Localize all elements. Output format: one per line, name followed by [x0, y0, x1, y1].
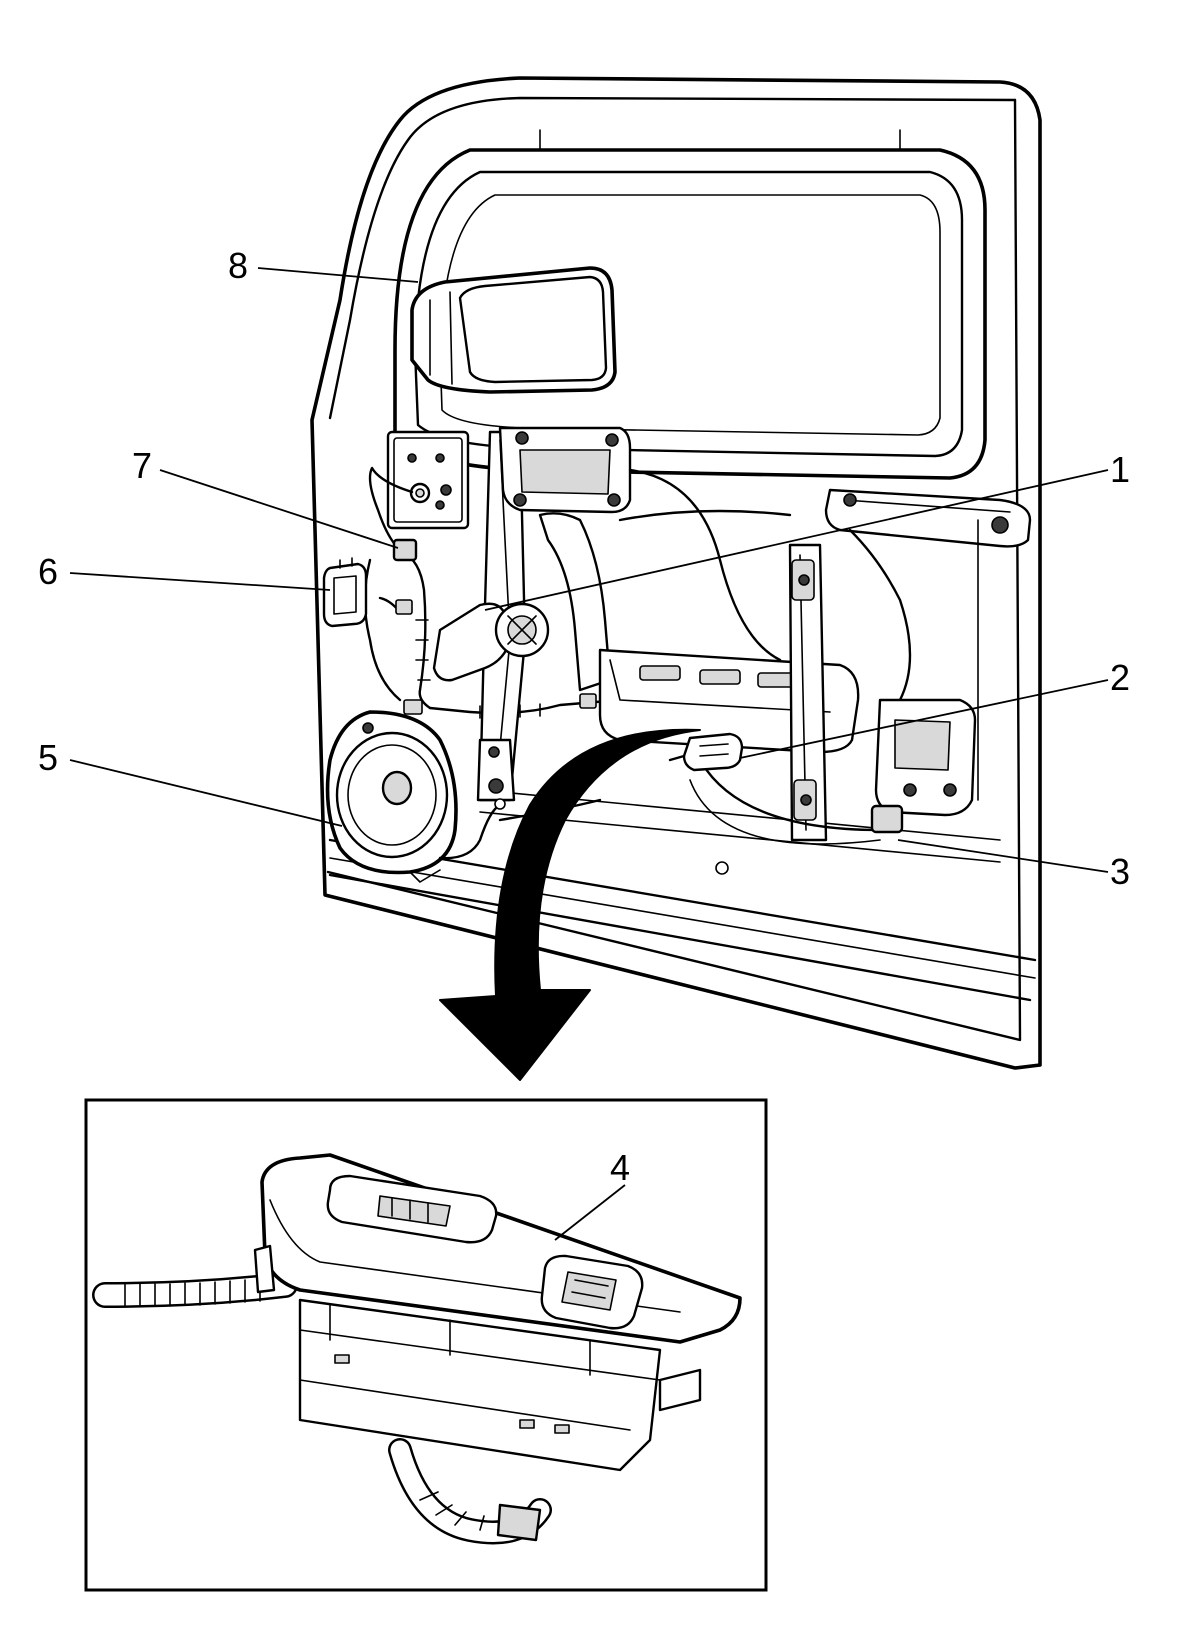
leader-line-7: [159, 469, 399, 549]
callout-labels: 1 2 3 4 5 6 7 8: [38, 245, 1130, 1188]
callout-7: 7: [132, 445, 152, 486]
leader-line-2: [739, 679, 1109, 759]
door-module: [322, 557, 368, 628]
callout-5: 5: [38, 737, 58, 778]
callout-8: 8: [228, 245, 248, 286]
mirror-control-plate: [386, 430, 470, 530]
window-switch-assembly: [92, 1153, 742, 1545]
window-opening: [393, 129, 987, 480]
curved-arrow-icon: [439, 728, 701, 1081]
window-switch-connector: [668, 732, 744, 772]
leader-line-8: [257, 267, 419, 283]
callout-4: 4: [610, 1147, 630, 1188]
callout-6: 6: [38, 551, 58, 592]
panel-fastener: [715, 861, 729, 875]
leader-line-1: [484, 469, 1109, 611]
leader-line-3: [897, 839, 1109, 873]
right-regulator-rail: [788, 543, 828, 842]
window-regulator-motor: [432, 426, 632, 802]
door-speaker: [325, 710, 506, 883]
callout-1: 1: [1110, 449, 1130, 490]
callout-leader-lines: [69, 267, 1109, 1241]
leader-line-5: [69, 759, 343, 827]
door-latch-assembly: [870, 519, 979, 834]
outside-door-handle: [824, 488, 1032, 548]
callout-3: 3: [1110, 851, 1130, 892]
outside-mirror: [410, 266, 617, 394]
callout-2: 2: [1110, 657, 1130, 698]
leader-line-4: [554, 1184, 626, 1241]
leader-line-6: [69, 572, 331, 591]
